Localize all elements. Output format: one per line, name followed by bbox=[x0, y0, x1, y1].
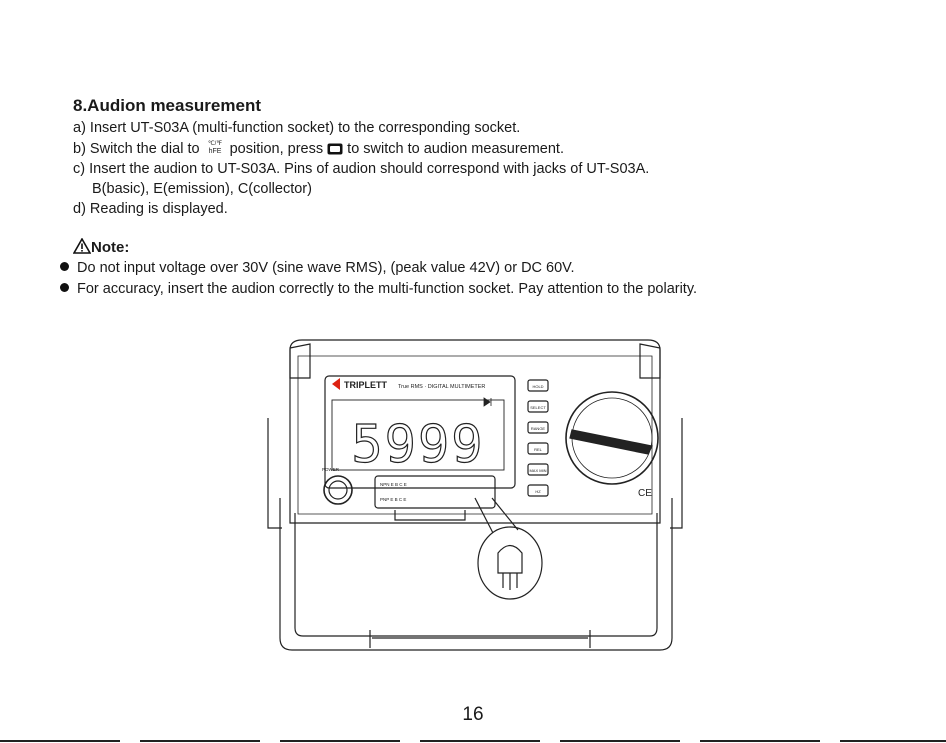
section-title: 8.Audion measurement bbox=[73, 96, 261, 115]
display-reading: 5999 bbox=[351, 415, 484, 475]
meter-button-rel: REL bbox=[534, 447, 543, 452]
button-icon bbox=[327, 142, 343, 161]
step-b-suffix: to switch to audion measurement. bbox=[347, 141, 564, 157]
note-bullet: Do not input voltage over 30V (sine wave… bbox=[60, 259, 575, 278]
meter-button-range: RANGE bbox=[531, 426, 546, 431]
meter-brand: TRIPLETT bbox=[344, 380, 387, 390]
step-a: a) Insert UT-S03A (multi-function socket… bbox=[73, 120, 521, 136]
step-d: d) Reading is displayed. bbox=[73, 201, 228, 217]
step-b-middle: position, press bbox=[229, 141, 324, 157]
meter-body bbox=[289, 339, 661, 524]
meter-model: True RMS · DIGITAL MULTIMETER bbox=[398, 384, 485, 390]
page-number: 16 bbox=[462, 704, 484, 725]
step-c: c) Insert the audion to UT-S03A. Pins of… bbox=[73, 161, 650, 177]
step-c-pins: B(basic), E(emission), C(collector) bbox=[92, 181, 312, 197]
note-bullet-text: Do not input voltage over 30V (sine wave… bbox=[77, 260, 575, 276]
note-title: Note: bbox=[91, 239, 130, 256]
bullet-dot-icon bbox=[60, 283, 69, 292]
note-bullet: For accuracy, insert the audion correctl… bbox=[60, 280, 697, 299]
hfe-symbol-icon: ℃/℉ hFE bbox=[204, 139, 226, 161]
meter-base-inner bbox=[294, 513, 658, 637]
meter-button-hz: HZ bbox=[535, 489, 541, 494]
power-label: POWER bbox=[322, 467, 340, 472]
step-b-prefix: b) Switch the dial to bbox=[73, 141, 200, 157]
multimeter-illustration: TRIPLETT True RMS · DIGITAL MULTIMETER 5… bbox=[267, 339, 683, 651]
dial-symbol-bottom: hFE bbox=[208, 148, 221, 155]
ce-mark: CE bbox=[638, 488, 652, 499]
socket-row-pnp: PNP E B C E bbox=[380, 497, 406, 502]
note-heading: Note: bbox=[72, 237, 130, 258]
warning-icon bbox=[72, 237, 92, 258]
meter-base-outer bbox=[279, 498, 673, 651]
note-bullet-text: For accuracy, insert the audion correctl… bbox=[77, 281, 698, 297]
meter-button-maxmin: MAX MIN bbox=[529, 468, 546, 473]
footer-rule bbox=[0, 740, 946, 742]
step-b: b) Switch the dial to ℃/℉ hFE position, … bbox=[73, 139, 564, 161]
socket-row-npn: NPN E B C E bbox=[380, 482, 407, 487]
meter-button-select: SELECT bbox=[530, 405, 546, 410]
meter-button-hold: HOLD bbox=[532, 384, 543, 389]
dial-symbol-top: ℃/℉ bbox=[208, 141, 222, 147]
bullet-dot-icon bbox=[60, 262, 69, 271]
